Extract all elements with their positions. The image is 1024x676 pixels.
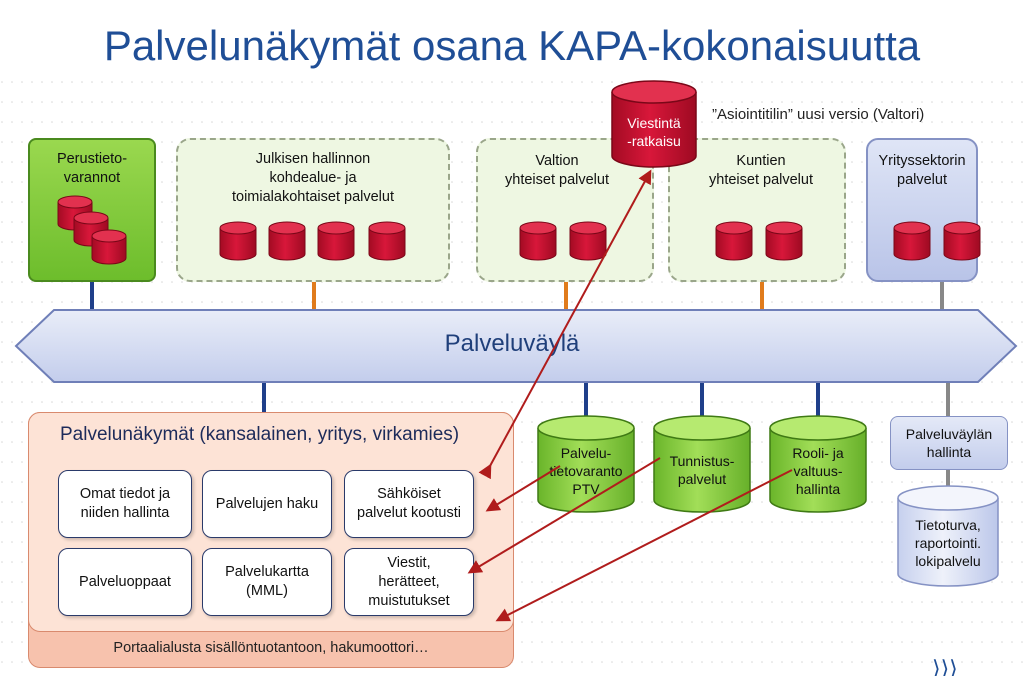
rooli-cylinder: Rooli- ja valtuus- hallinta (769, 415, 867, 513)
card-label: Omat tiedot ja niiden hallinta (79, 486, 171, 521)
card-label: Palveluoppaat (79, 573, 171, 590)
card-label: Palvelujen haku (215, 495, 319, 512)
card-label: Sähköiset palvelut kootusti (357, 486, 461, 521)
card-palvelukartta: Palvelukartta (MML) (202, 548, 332, 616)
tunnistus-cylinder: Tunnistus- palvelut (653, 415, 751, 513)
card-label: Viestit, herätteet, muistutukset (368, 554, 450, 609)
perustietovarannot-label: Perustieto- varannot (56, 151, 128, 186)
julkisen-hallinnon-box: Julkisen hallinnon kohdealue- ja toimial… (176, 138, 450, 282)
database-icon (219, 221, 257, 261)
tietoturva-label-1: Tietoturva, (915, 517, 981, 533)
viestinta-label-line1: Viestintä (627, 115, 681, 131)
page-title: Palvelunäkymät osana KAPA-kokonaisuutta (103, 22, 921, 69)
rooli-label-3: hallinta (796, 481, 841, 497)
database-icon (569, 221, 607, 261)
viestinta-ratkaisu-cylinder: Viestintä -ratkaisu (611, 80, 697, 168)
kuntien-label: Kuntien yhteiset palvelut (709, 153, 813, 188)
card-palvelujen-haku: Palvelujen haku (202, 470, 332, 538)
ptv-cylinder: Palvelu- tietovaranto PTV (537, 415, 635, 513)
card-omat-tiedot: Omat tiedot ja niiden hallinta (58, 470, 192, 538)
database-icon (765, 221, 803, 261)
ptv-label-2: tietovaranto (549, 463, 622, 479)
ptv-label-3: PTV (572, 481, 600, 497)
tietoturva-label-2: raportointi. (915, 535, 981, 551)
asiointitili-note: ”Asiointitilin” uusi versio (Valtori) (712, 106, 925, 123)
portaalialusta-label: Portaalialusta sisällöntuotantoon, hakum… (113, 640, 429, 656)
database-icon (268, 221, 306, 261)
tietoturva-label-3: lokipalvelu (915, 553, 980, 569)
tunnistus-label-2: palvelut (678, 471, 726, 487)
database-icon (519, 221, 557, 261)
database-icon (317, 221, 355, 261)
rooli-label-1: Rooli- ja (792, 445, 844, 461)
viestinta-label-line2: -ratkaisu (627, 133, 681, 149)
ptv-label-1: Palvelu- (561, 445, 612, 461)
julkisen-hallinnon-label: Julkisen hallinnon kohdealue- ja toimial… (231, 151, 394, 205)
kuntien-box: Kuntien yhteiset palvelut (668, 138, 846, 282)
palveluvaylan-hallinta-box: Palveluväylän hallinta (890, 416, 1008, 470)
card-palveluoppaat: Palveluoppaat (58, 548, 192, 616)
card-viestit: Viestit, herätteet, muistutukset (344, 548, 474, 616)
tietoturva-cylinder: Tietoturva, raportointi. lokipalvelu (897, 485, 999, 587)
logo-mark-icon: ⟩⟩⟩ (932, 656, 958, 676)
database-icon (91, 229, 127, 265)
database-icon (893, 221, 931, 261)
database-icon (368, 221, 406, 261)
hallinta-label: Palveluväylän hallinta (905, 426, 993, 460)
palvelunakymat-title: Palvelunäkymät (kansalainen, yritys, vir… (60, 424, 460, 445)
card-sahkoiset-palvelut: Sähköiset palvelut kootusti (344, 470, 474, 538)
database-icon (943, 221, 981, 261)
card-label: Palvelukartta (MML) (225, 564, 309, 599)
red-arrows (467, 169, 793, 622)
database-icon (715, 221, 753, 261)
yrityssektori-label: Yrityssektorin palvelut (878, 153, 966, 188)
tunnistus-label-1: Tunnistus- (670, 453, 735, 469)
rooli-label-2: valtuus- (793, 463, 842, 479)
